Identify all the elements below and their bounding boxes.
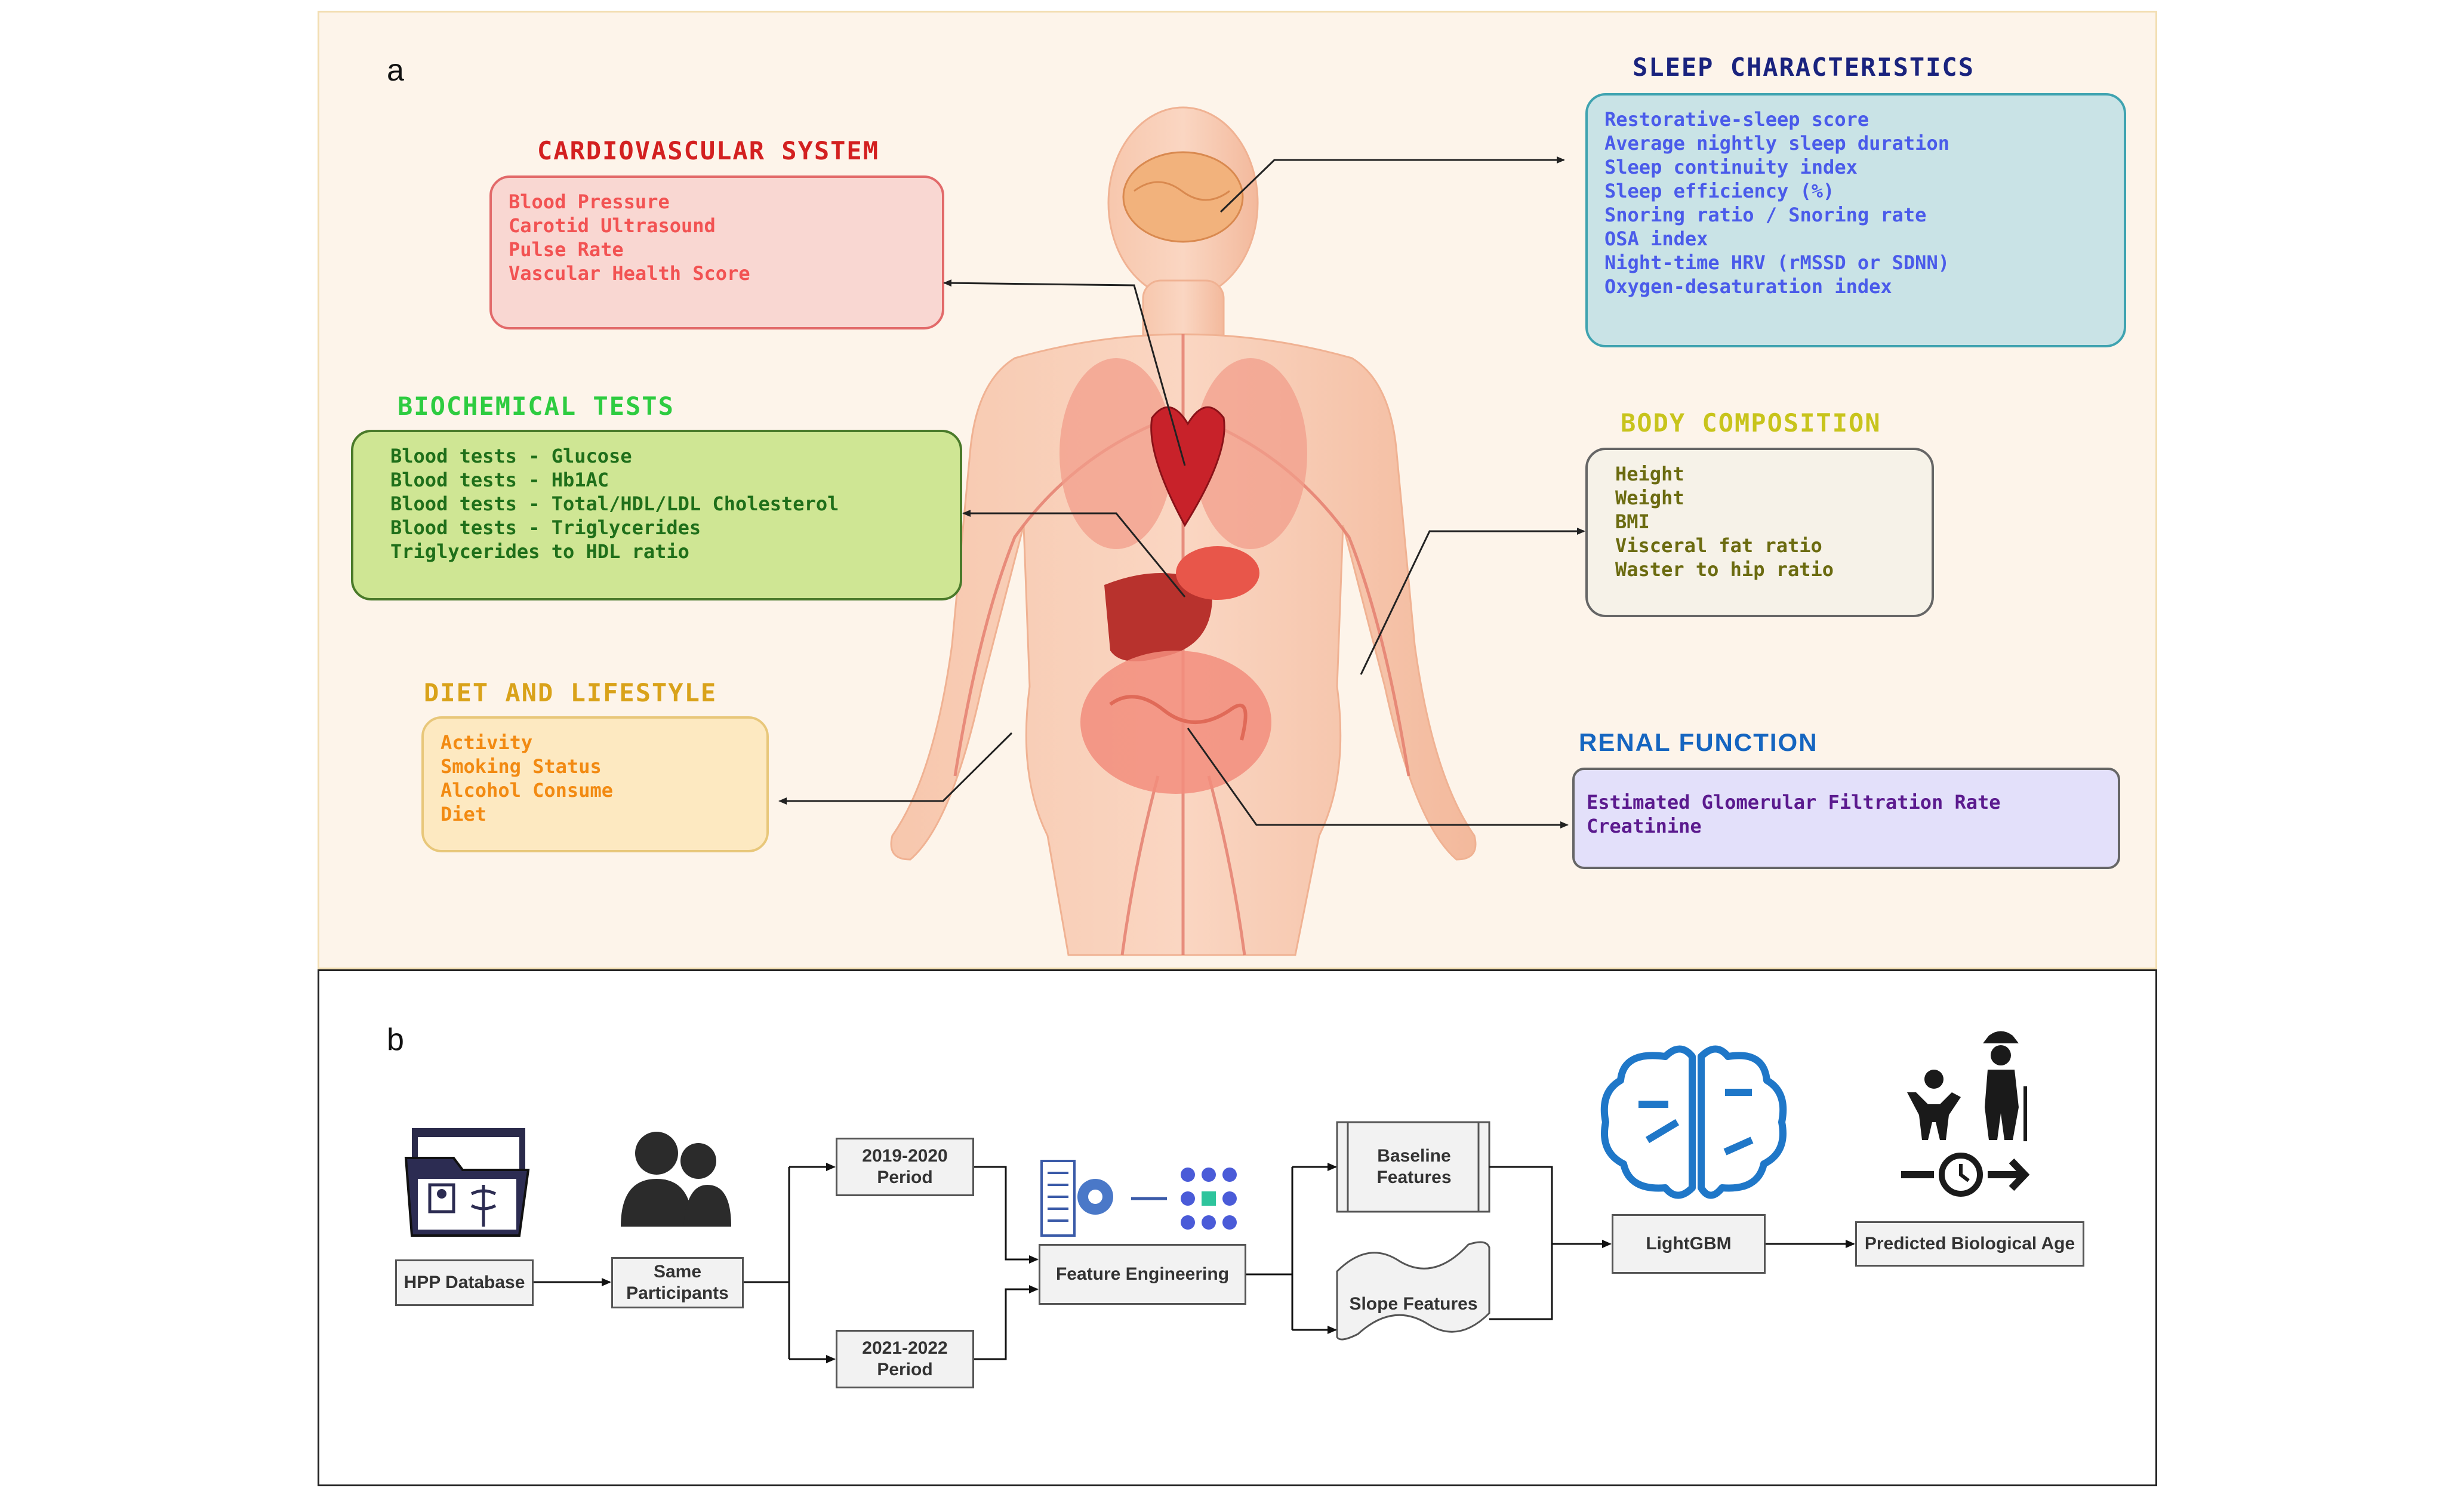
people-icon [621,1132,731,1227]
cardiovascular-box: Blood Pressure Carotid Ultrasound Pulse … [489,175,944,329]
slope-features-node: Slope Features [1349,1294,1478,1314]
heart-icon [1150,406,1225,527]
line-baseline-merge [1489,1166,1553,1320]
diet-lifestyle-box: Activity Smoking Status Alcohol Consume … [421,716,769,852]
sleep-item: Restorative-sleep score [1604,108,1869,131]
cardiovascular-item: Vascular Health Score [509,262,750,285]
brain-circuit-icon [1600,1045,1787,1199]
line-fe-split [1246,1167,1293,1330]
feature-engineering-node: Feature Engineering [1039,1244,1246,1305]
diet-lifestyle-item: Activity [441,731,533,754]
arrow-p1-to-fe [974,1166,1039,1264]
lightgbm-node: LightGBM [1612,1214,1766,1274]
sleep-item: Average nightly sleep duration [1604,132,1949,155]
body-composition-title: BODY COMPOSITION [1621,408,1881,438]
diet-lifestyle-item: Smoking Status [441,755,602,778]
biochemical-item: Blood tests - Triglycerides [390,516,701,539]
feature-engineering-icon [1040,1160,1237,1237]
biochemical-item: Blood tests - Glucose [390,445,632,467]
body-composition-item: Waster to hip ratio [1615,558,1834,581]
biochemical-item: Blood tests - Total/HDL/LDL Cholesterol [390,492,839,515]
predicted-biological-age-node: Predicted Biological Age [1855,1221,2084,1267]
renal-box: Estimated Glomerular Filtration Rate Cre… [1572,768,2120,869]
cardiovascular-item: Pulse Rate [509,238,624,261]
period-2021-2022-node: 2021-2022 Period [836,1330,974,1388]
age-progression-icon [1901,1031,2030,1197]
body-composition-box: Height Weight BMI Visceral fat ratio Was… [1585,448,1934,617]
connector-sleep [1219,156,1565,213]
cardiovascular-item: Carotid Ultrasound [509,214,716,237]
renal-title: RENAL FUNCTION [1579,728,1818,756]
panel-b-letter: b [387,1022,404,1057]
connector-body [1360,528,1585,675]
baseline-features-shape [1336,1121,1490,1213]
sleep-title: SLEEP CHARACTERISTICS [1633,53,1975,82]
hpp-database-node: HPP Database [395,1259,534,1306]
liver-icon [1104,573,1212,661]
cardiovascular-title: CARDIOVASCULAR SYSTEM [537,136,880,165]
diet-lifestyle-item: Alcohol Consume [441,779,613,802]
sleep-item: Snoring ratio / Snoring rate [1604,204,1927,226]
biochemical-title: BIOCHEMICAL TESTS [398,392,674,421]
sleep-item: OSA index [1604,227,1708,250]
connector-biochem [962,510,1186,597]
panel-a-letter: a [387,53,404,88]
connector-cardio [943,279,1186,466]
brain-icon [1122,151,1244,243]
sleep-box: Restorative-sleep score Average nightly … [1585,93,2126,347]
arrow-p2-to-fe [974,1285,1039,1360]
panel-b [318,969,2157,1486]
body-composition-item: Visceral fat ratio [1615,534,1822,557]
body-composition-item: Height [1615,463,1684,485]
sleep-item: Sleep continuity index [1604,156,1858,178]
cardiovascular-item: Blood Pressure [509,190,670,213]
body-composition-item: Weight [1615,486,1684,509]
renal-item: Estimated Glomerular Filtration Rate [1587,791,2001,814]
slope-features-shape [1336,1241,1490,1341]
renal-item: Creatinine [1587,815,1702,837]
sleep-item: Night-time HRV (rMSSD or SDNN) [1604,251,1949,274]
sleep-item: Oxygen-desaturation index [1604,275,1892,298]
line-same-split [744,1167,790,1359]
connector-renal [1187,728,1569,828]
same-participants-node: Same Participants [611,1257,744,1308]
baseline-features-node: Baseline Features [1376,1146,1452,1187]
sleep-item: Sleep efficiency (%) [1604,180,1835,202]
biochemical-item: Blood tests - Hb1AC [390,469,609,491]
biochemical-box: Blood tests - Glucose Blood tests - Hb1A… [351,430,962,600]
period-2019-2020-node: 2019-2020 Period [836,1138,974,1196]
medical-folder-icon [404,1128,530,1237]
diet-lifestyle-title: DIET AND LIFESTYLE [424,678,717,707]
connector-diet [778,732,1013,805]
body-composition-item: BMI [1615,510,1650,533]
diet-lifestyle-item: Diet [441,803,487,825]
biochemical-item: Triglycerides to HDL ratio [390,540,689,563]
